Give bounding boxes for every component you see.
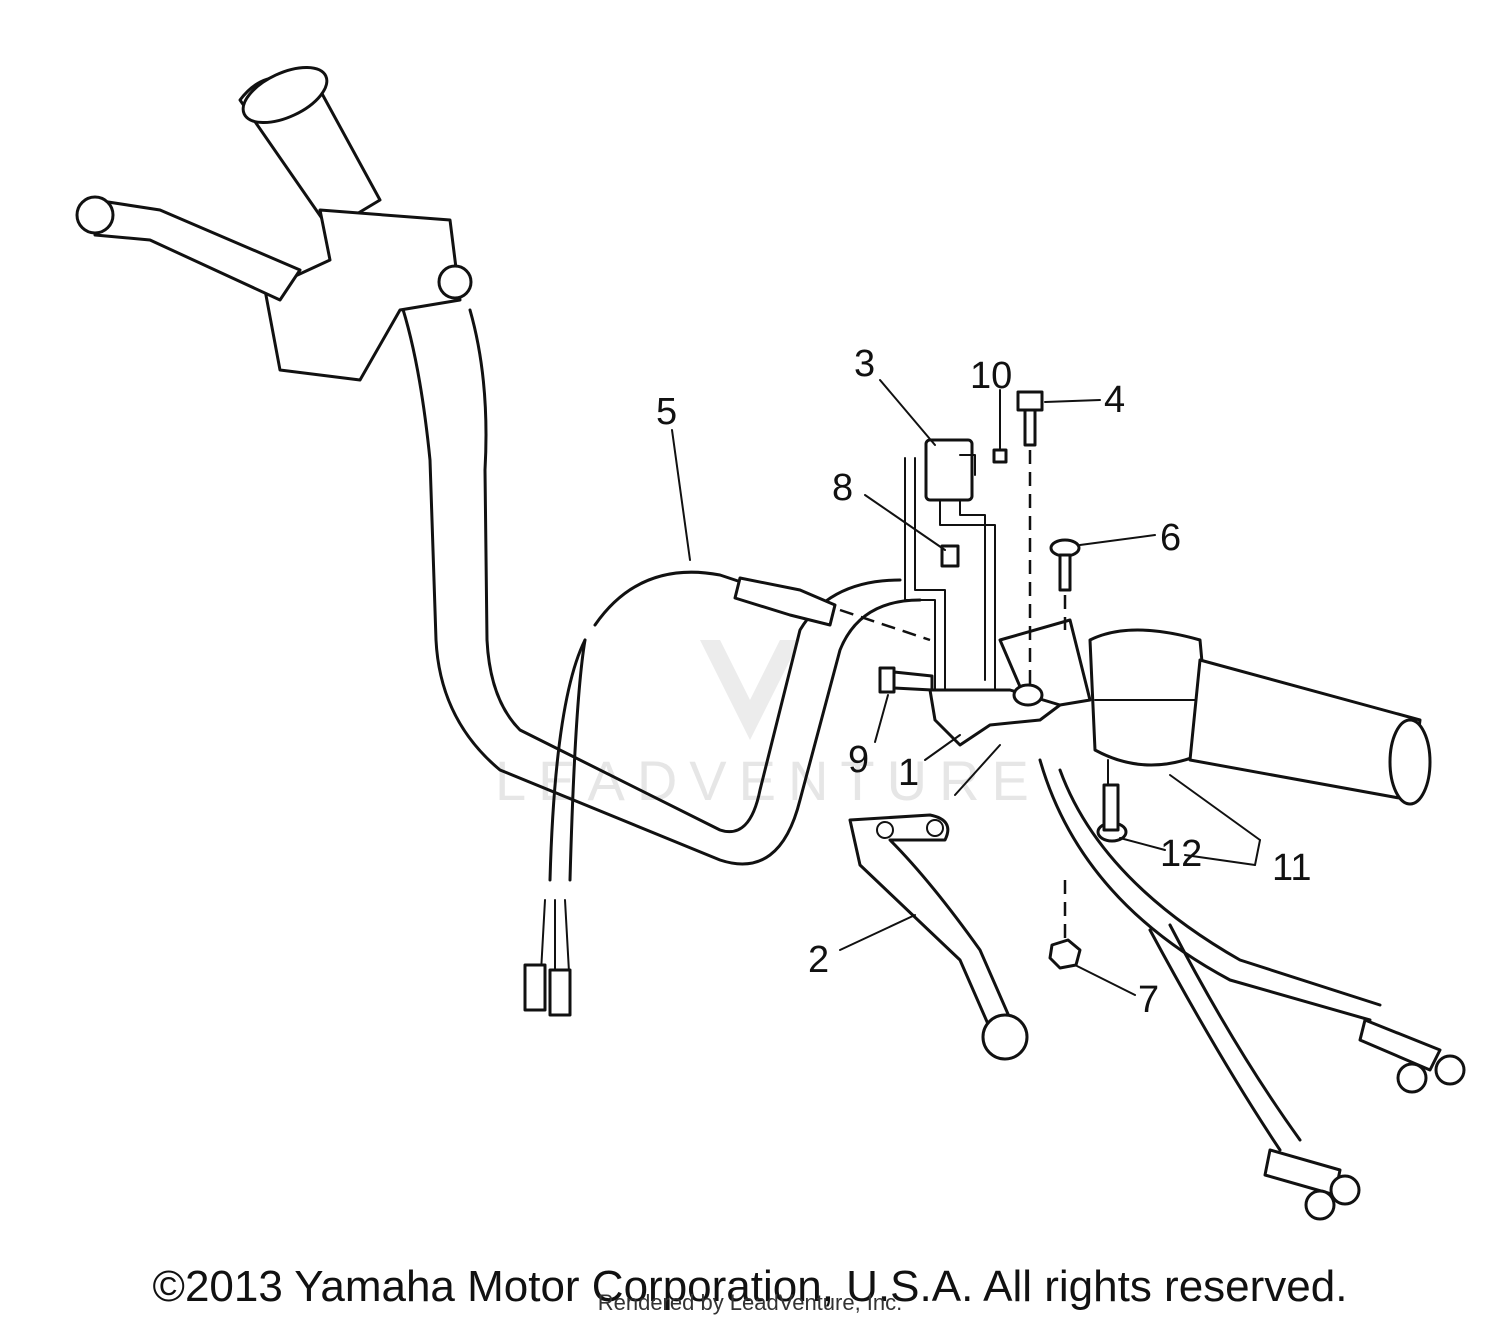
callout-6: 6 bbox=[1160, 517, 1181, 559]
copyright-notice: ©2013 Yamaha Motor Corporation, U.S.A. A… bbox=[152, 1262, 1348, 1311]
callout-labels: 1 2 3 4 5 6 7 8 9 10 11 12 bbox=[656, 343, 1311, 1021]
switch-wiring-outline bbox=[904, 457, 996, 691]
callout-7: 7 bbox=[1138, 979, 1159, 1021]
watermark-logo-icon bbox=[700, 640, 800, 740]
callout-4: 4 bbox=[1104, 379, 1125, 421]
callout-12: 12 bbox=[1160, 833, 1202, 875]
switch-part bbox=[924, 438, 976, 502]
callout-5: 5 bbox=[656, 391, 677, 433]
callout-11: 11 bbox=[1272, 847, 1311, 889]
fasteners bbox=[878, 390, 1128, 970]
right-switch-housing-assembly bbox=[998, 618, 1432, 806]
left-grip-assembly bbox=[75, 65, 473, 382]
assembly-guides bbox=[839, 450, 1067, 940]
callout-1: 1 bbox=[898, 752, 919, 794]
brake-lever bbox=[848, 813, 1029, 1061]
callout-2: 2 bbox=[808, 939, 829, 981]
callout-10: 10 bbox=[970, 355, 1012, 397]
switch-cable bbox=[523, 570, 837, 1017]
right-switch-harness bbox=[1038, 758, 1466, 1221]
callout-8: 8 bbox=[832, 467, 853, 509]
callout-3: 3 bbox=[854, 343, 875, 385]
leader-lines bbox=[671, 379, 1261, 996]
rendered-by-note: Rendered by LeadVenture, Inc. bbox=[597, 1290, 903, 1315]
callout-9: 9 bbox=[848, 739, 869, 781]
lever-bracket bbox=[928, 683, 1062, 747]
